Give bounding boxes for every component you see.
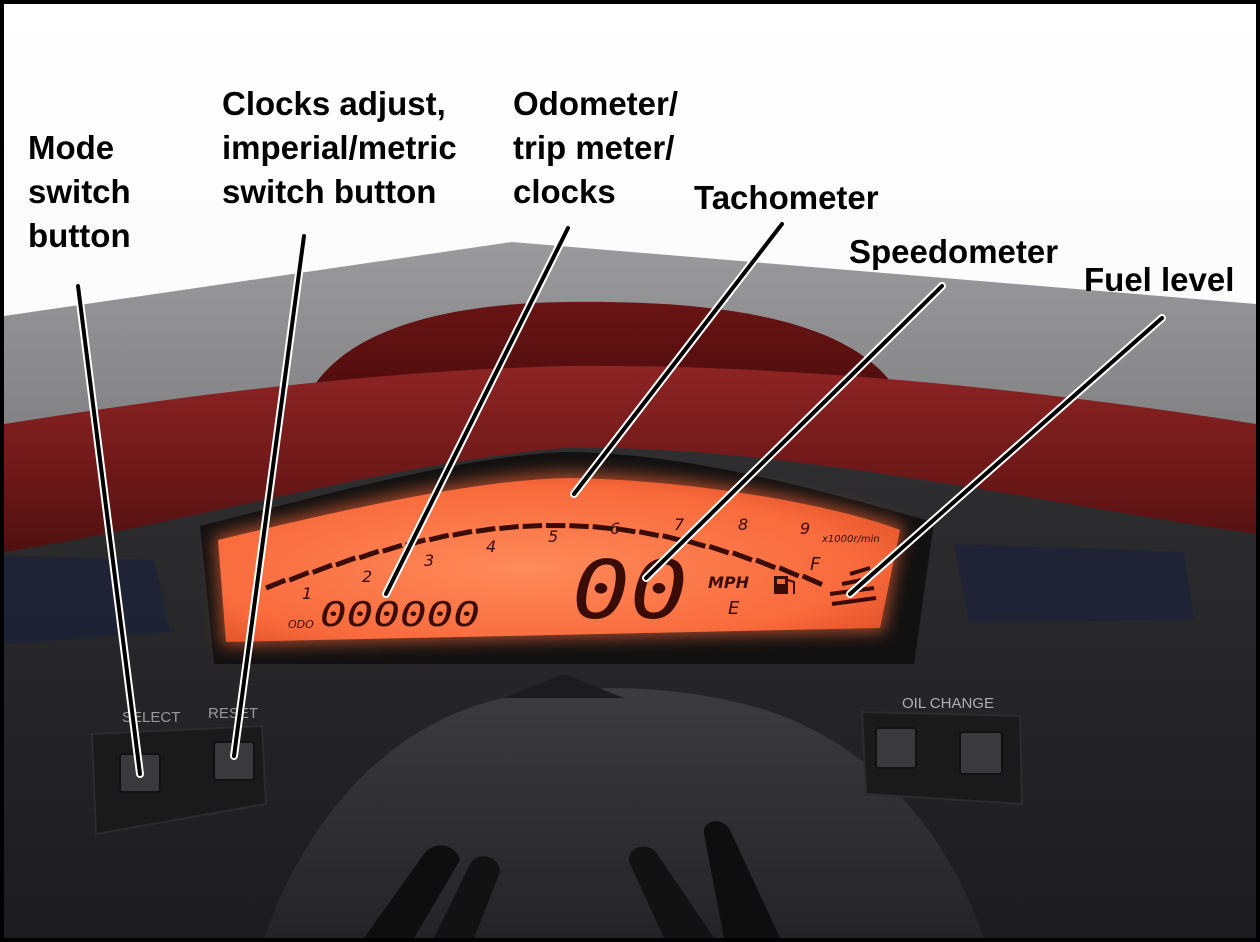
callout-line: switch — [28, 173, 131, 210]
oil-change-button-left[interactable] — [875, 727, 917, 769]
tach-segment — [662, 533, 683, 544]
tach-segment — [685, 538, 707, 549]
callout-line: Mode — [28, 129, 115, 166]
tach-segment — [522, 523, 543, 530]
tach-segment — [499, 524, 519, 531]
fuel-pump-icon — [774, 576, 788, 594]
callout-line: button — [28, 217, 131, 254]
callout-speedometer: Speedometer — [849, 230, 1058, 274]
callout-line: Tachometer — [694, 179, 879, 216]
callout-odometer: Odometer/ trip meter/ clocks — [513, 82, 678, 214]
right-grip — [628, 846, 714, 938]
tach-segment — [569, 523, 589, 530]
tach-number: 5 — [548, 527, 558, 546]
leader-speedometer — [642, 282, 946, 582]
fuel-empty-label: E — [728, 598, 740, 619]
tachometer-scale: 1 2 3 4 5 6 7 8 9 x1000r/min — [302, 515, 880, 603]
tach-segment — [311, 562, 333, 575]
right-side-window — [954, 544, 1194, 622]
tach-number: 1 — [302, 584, 312, 603]
speed-unit: MPH — [708, 573, 750, 592]
tach-segment — [731, 550, 753, 563]
tach-segment — [778, 565, 800, 579]
tach-number: 3 — [424, 551, 434, 570]
tach-unit: x1000r/min — [821, 534, 880, 545]
leader-mode — [74, 282, 144, 778]
callout-fuel-level: Fuel level — [1084, 258, 1234, 302]
tach-segment — [755, 557, 777, 571]
left-grip — [364, 845, 460, 938]
tach-number: 6 — [610, 519, 620, 538]
leader-clocks — [230, 232, 308, 760]
odo-label: ODO — [288, 618, 314, 631]
tach-segment — [452, 528, 473, 538]
right-grip-2 — [703, 821, 780, 938]
center-console-notch — [504, 674, 624, 698]
tach-segment — [335, 555, 357, 568]
tach-segment — [381, 542, 403, 554]
tach-number: 7 — [674, 515, 685, 534]
callout-line: Clocks adjust, — [222, 85, 446, 122]
tach-number: 9 — [800, 519, 810, 538]
leader-fuel — [846, 314, 1166, 598]
tach-segment — [615, 526, 636, 535]
callout-line: Odometer/ — [513, 85, 679, 122]
callout-line: trip meter/ — [513, 129, 675, 166]
fuel-full-label: F — [810, 554, 821, 575]
callout-line: clocks — [513, 173, 616, 210]
tach-segment — [428, 532, 450, 543]
tach-number: 8 — [738, 515, 748, 534]
lcd-screen — [218, 478, 900, 642]
callout-tachometer: Tachometer — [694, 176, 879, 220]
callout-mode-switch-button: Mode switch button — [28, 126, 131, 258]
callout-line: Fuel level — [1084, 261, 1235, 298]
reset-label: RESET — [208, 705, 258, 722]
left-grip-2 — [434, 856, 500, 938]
leader-tachometer — [570, 220, 786, 498]
tach-segment — [288, 570, 310, 583]
callout-line: Speedometer — [849, 233, 1059, 270]
tach-segment — [638, 529, 660, 539]
tach-number: 4 — [486, 537, 496, 556]
left-side-window — [4, 556, 170, 644]
tach-segment — [358, 548, 380, 561]
callout-line: switch button — [222, 173, 437, 210]
tach-number: 2 — [362, 567, 372, 586]
callout-clocks-adjust: Clocks adjust, imperial/metric switch bu… — [222, 82, 457, 214]
instrument-cluster-illustration: 1 2 3 4 5 6 7 8 9 x1000r/min ODO 000000 … — [4, 4, 1256, 938]
tach-segment — [475, 526, 496, 534]
oil-change-label: OIL CHANGE — [902, 695, 994, 712]
tach-segment — [592, 524, 613, 532]
tach-segment — [801, 573, 824, 587]
fuel-pump-icon-window — [777, 579, 785, 584]
leader-lines — [74, 220, 1166, 778]
fuel-pump-nozzle-icon — [787, 579, 795, 594]
leader-odometer — [382, 224, 572, 598]
oil-change-button-right[interactable] — [959, 731, 1003, 775]
tach-segment — [265, 577, 287, 591]
tach-segment — [708, 543, 730, 556]
odometer-digits: 000000 — [320, 595, 480, 635]
callout-line: imperial/metric — [222, 129, 457, 166]
